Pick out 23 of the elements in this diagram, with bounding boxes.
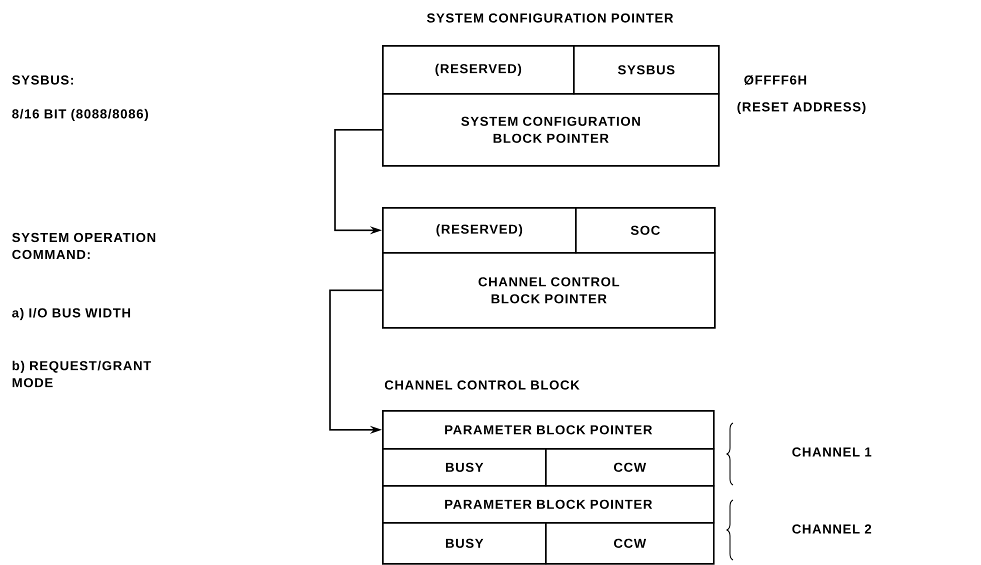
text-label: b) REQUEST/GRANT MODE [12,360,152,388]
text-label: ØFFFF6H [744,75,806,85]
table-cell: BUSY [382,522,547,565]
text-label: CHANNEL 1 [792,447,872,457]
table-cell: PARAMETER BLOCK POINTER [382,410,715,450]
text-label: SYSBUS: [12,75,73,85]
node-label: CHANNEL CONTROL BLOCK [384,380,580,390]
table-cell: (RESERVED) [382,45,575,95]
table-cell: (RESERVED) [382,207,577,254]
table-cell: SOC [575,207,716,254]
table-cell: CCW [545,448,715,487]
table-cell: SYSTEM CONFIGURATION BLOCK POINTER [382,93,720,167]
table-cell: CCW [545,522,715,565]
text-label: 8/16 BIT (8088/8086) [12,108,148,122]
text-label: CHANNEL 2 [792,524,872,534]
node-label: SYSTEM CONFIGURATION POINTER [427,13,674,23]
table-cell: SYSBUS [573,45,720,95]
text-label: a) I/O BUS WIDTH [12,308,130,320]
text-label: (RESET ADDRESS) [737,102,866,114]
text-label: SYSTEM OPERATION COMMAND: [12,232,156,260]
table-cell: PARAMETER BLOCK POINTER [382,485,715,524]
table-cell: CHANNEL CONTROL BLOCK POINTER [382,252,716,329]
table-cell: BUSY [382,448,547,487]
